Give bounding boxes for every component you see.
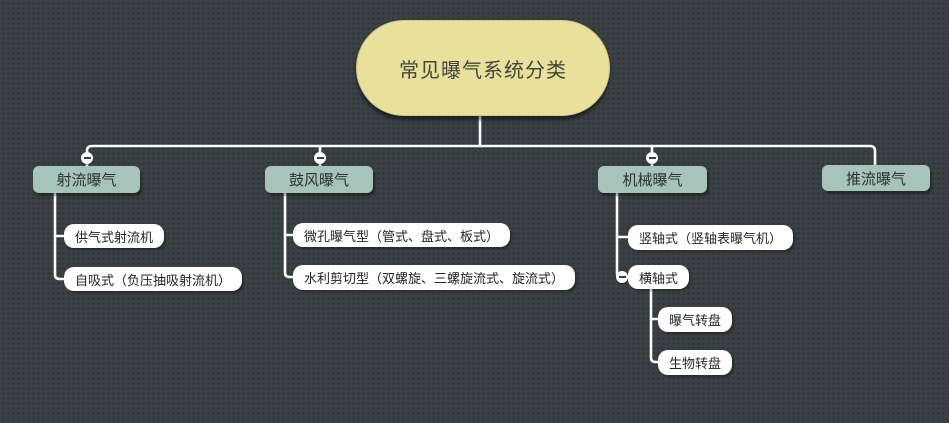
root-topic[interactable]: 常见曝气系统分类 bbox=[356, 20, 610, 116]
subtopic-3-2-1[interactable]: 曝气转盘 bbox=[658, 307, 733, 332]
subtopic-2-1[interactable]: 微孔曝气型（管式、盘式、板式） bbox=[293, 223, 511, 247]
collapse-toggle-branch-1[interactable] bbox=[81, 152, 93, 164]
main-topic-4[interactable]: 推流曝气 bbox=[822, 165, 930, 191]
collapse-toggle-branch-2[interactable] bbox=[314, 152, 326, 164]
main-topic-3[interactable]: 机械曝气 bbox=[598, 166, 707, 193]
subtopic-3-1[interactable]: 竖轴式（竖轴表曝气机） bbox=[628, 225, 794, 250]
minus-icon bbox=[316, 157, 324, 159]
subtopic-1-2[interactable]: 自吸式（负压抽吸射流机） bbox=[64, 267, 243, 291]
main-topic-2[interactable]: 鼓风曝气 bbox=[265, 166, 373, 193]
subtopic-1-1[interactable]: 供气式射流机 bbox=[64, 224, 165, 248]
subtopic-3-2-2[interactable]: 生物转盘 bbox=[658, 350, 733, 375]
minus-icon bbox=[648, 157, 656, 159]
minus-icon bbox=[83, 157, 91, 159]
main-topic-1[interactable]: 射流曝气 bbox=[33, 166, 140, 193]
minus-icon bbox=[618, 276, 626, 278]
collapse-toggle-branch-3[interactable] bbox=[646, 152, 658, 164]
subtopic-2-2[interactable]: 水利剪切型（双螺旋、三螺旋流式、旋流式） bbox=[293, 265, 576, 290]
collapse-toggle-hengzhoushi[interactable] bbox=[616, 271, 628, 283]
subtopic-3-2[interactable]: 横轴式 bbox=[628, 265, 690, 289]
